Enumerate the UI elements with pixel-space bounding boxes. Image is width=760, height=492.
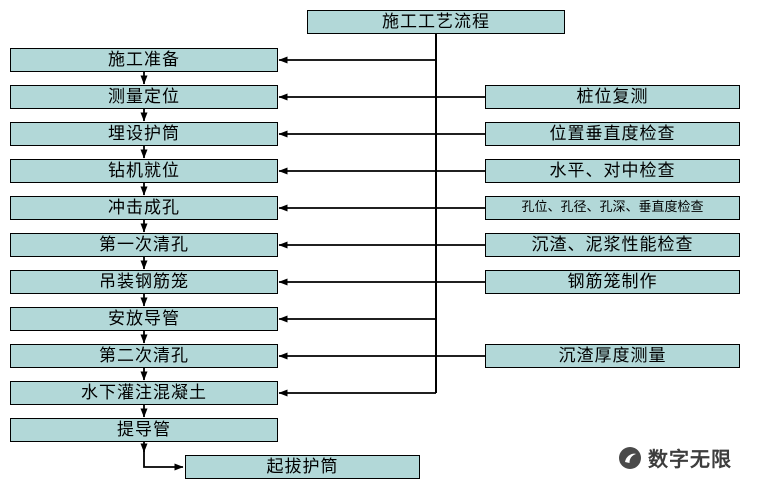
check-rebar-cage-fabrication: 钢筋笼制作 <box>485 270 740 294</box>
check-level-centering: 水平、对中检查 <box>485 159 740 183</box>
swoosh-circle-icon <box>619 446 641 469</box>
logo: 数字无限 <box>618 443 732 472</box>
check-sediment-slurry: 沉渣、泥浆性能检查 <box>485 233 740 257</box>
check-hole-dimensions: 孔位、孔径、孔深、垂直度检查 <box>485 196 740 220</box>
elbow-to-final <box>143 450 184 471</box>
step-rig-in-position: 钻机就位 <box>10 159 278 183</box>
step-impact-drilling: 冲击成孔 <box>10 196 278 220</box>
step-bury-casing: 埋设护筒 <box>10 122 278 146</box>
step-hoist-rebar-cage: 吊装钢筋笼 <box>10 270 278 294</box>
step-second-hole-cleaning: 第二次清孔 <box>10 344 278 368</box>
step-place-conduit: 安放导管 <box>10 307 278 331</box>
step-survey-positioning: 测量定位 <box>10 85 278 109</box>
step-pull-casing: 起拔护筒 <box>185 455 420 479</box>
step-lift-conduit: 提导管 <box>10 418 278 442</box>
check-position-verticality: 位置垂直度检查 <box>485 122 740 146</box>
check-pile-position-resurvey: 桩位复测 <box>485 85 740 109</box>
logo-text: 数字无限 <box>648 447 732 471</box>
flow-title-box: 施工工艺流程 <box>307 10 565 34</box>
step-construction-preparation: 施工准备 <box>10 48 278 72</box>
step-first-hole-cleaning: 第一次清孔 <box>10 233 278 257</box>
check-sediment-thickness: 沉渣厚度测量 <box>485 344 740 368</box>
step-underwater-concrete: 水下灌注混凝土 <box>10 381 278 405</box>
